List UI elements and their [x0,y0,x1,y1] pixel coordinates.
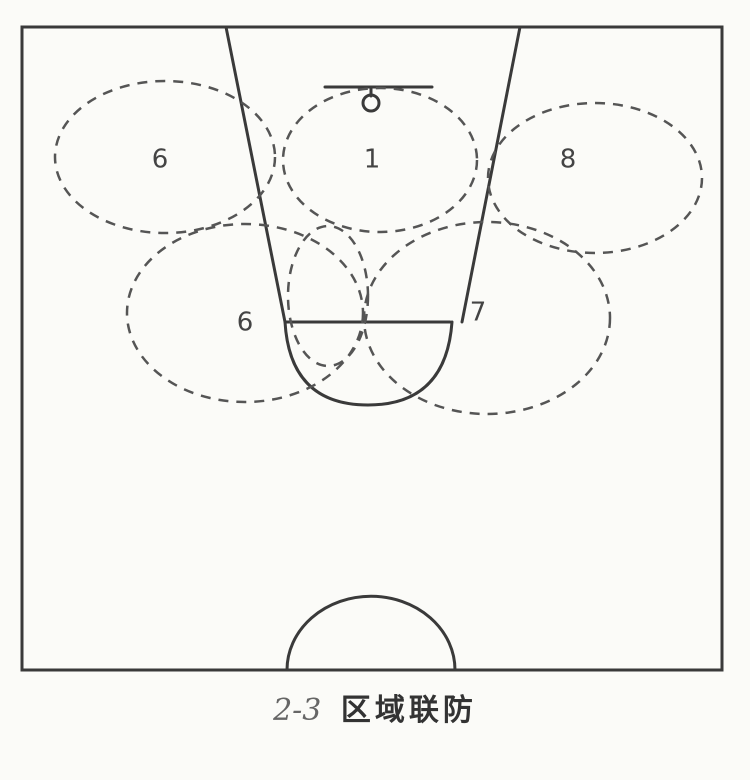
lane-left-line [224,25,287,324]
zone-center-overlap [286,224,370,368]
caption-text: 区域联防 [340,693,477,728]
zone-upper-right [486,101,704,255]
zone-upper-left [53,79,277,235]
zone-lower-right [362,220,612,416]
lane-right-line [460,25,522,324]
court-boundary [20,25,724,672]
zone-upper-center [281,86,479,234]
figure-caption: 2-3 区域联防 [0,685,750,729]
basket-rim [361,93,381,113]
zone-label-upper-left: 6 [152,145,169,175]
zone-label-lower-left: 6 [237,308,254,338]
free-throw-arc [283,320,454,407]
zone-label-lower-right: 7 [470,298,487,328]
zone-label-upper-right: 8 [560,145,577,175]
center-circle-half [285,594,457,672]
zone-label-upper-center: 1 [364,145,381,175]
caption-number: 2-3 [273,693,322,728]
